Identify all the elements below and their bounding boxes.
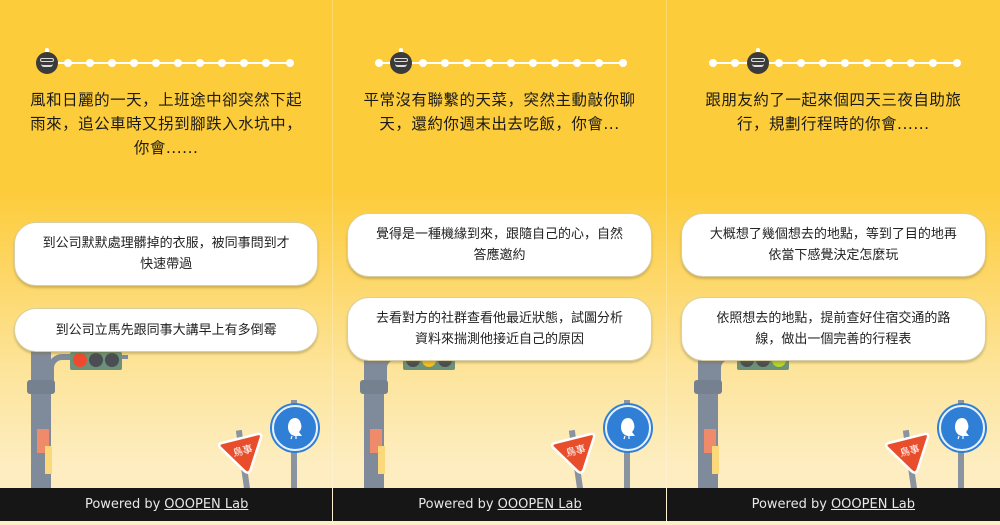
quiz-screen-3: 跟朋友約了一起來個四天三夜自助旅行，規劃行程時的你會...... 大概想了幾個想…	[666, 0, 1000, 525]
footer-prefix: Powered by	[84, 497, 161, 512]
progress-dot	[730, 59, 739, 67]
progress-dot	[108, 59, 116, 67]
progress-dot	[619, 59, 628, 67]
street-illustration: 鳥事	[333, 340, 665, 491]
progress-avatar-icon	[36, 48, 58, 74]
progress-dot	[130, 59, 138, 67]
progress-dot	[529, 59, 538, 67]
progress-dot	[884, 59, 893, 67]
bird-sign-icon	[938, 405, 985, 451]
footer-prefix: Powered by	[751, 497, 827, 512]
footer: Powered by OOOPEN Lab	[666, 488, 1000, 521]
answer-option-b[interactable]: 去看對方的社群查看他最近狀態，試圖分析資料來揣測他接近自己的原因	[347, 297, 652, 361]
progress-avatar-icon	[746, 48, 769, 74]
answer-option-b[interactable]: 到公司立馬先跟同事大講早上有多倒霉	[14, 308, 319, 352]
street-illustration: 鳥事	[0, 340, 332, 491]
progress-line	[710, 62, 957, 64]
progress-dot	[86, 59, 94, 67]
progress-dot	[196, 59, 204, 67]
warning-sign-icon: 鳥事	[884, 432, 930, 474]
progress-dot	[485, 59, 494, 67]
quiz-screen-1: 風和日麗的一天，上班途中卻突然下起雨來，追公車時又拐到腳跌入水坑中，你會....…	[0, 0, 334, 525]
progress-dot	[240, 59, 248, 67]
question-text: 平常沒有聯繫的天菜，突然主動敲你聊天，還約你週末出去吃飯，你會...	[363, 91, 636, 133]
progress-track	[369, 48, 631, 74]
answer-option-b[interactable]: 依照想去的地點，提前查好住宿交通的路線，做出一個完善的行程表	[680, 297, 986, 361]
ooopen-lab-link[interactable]: OOOPEN Lab	[497, 497, 582, 512]
bird-sign-icon	[605, 405, 652, 451]
progress-dot	[840, 59, 849, 67]
progress-line	[377, 62, 624, 64]
progress-dot	[595, 59, 604, 67]
progress-dot	[419, 59, 428, 67]
progress-dot	[262, 59, 270, 67]
svg-text:鳥事: 鳥事	[565, 442, 588, 459]
progress-dot	[952, 59, 961, 67]
ooopen-lab-link[interactable]: OOOPEN Lab	[164, 497, 249, 512]
quiz-screen-2: 平常沒有聯繫的天菜，突然主動敲你聊天，還約你週末出去吃飯，你會... 覺得是一種…	[333, 0, 667, 525]
progress-dot	[64, 59, 72, 67]
ooopen-lab-link[interactable]: OOOPEN Lab	[830, 497, 916, 512]
traffic-light-icon	[70, 352, 128, 370]
progress-dot	[708, 59, 717, 67]
progress-dot	[796, 59, 805, 67]
answer-option-a[interactable]: 大概想了幾個想去的地點，等到了目的地再依當下感覺決定怎麼玩	[680, 213, 986, 277]
footer: Powered by OOOPEN Lab	[333, 488, 666, 521]
svg-text:鳥事: 鳥事	[231, 442, 254, 459]
progress-dot	[818, 59, 827, 67]
progress-avatar-icon	[390, 48, 413, 74]
footer: Powered by OOOPEN Lab	[0, 488, 333, 521]
svg-text:鳥事: 鳥事	[898, 442, 921, 459]
progress-dot	[174, 59, 182, 67]
progress-track	[36, 48, 298, 74]
progress-dot	[507, 59, 516, 67]
progress-dot	[375, 59, 384, 67]
bird-sign-icon	[272, 405, 318, 451]
progress-dot	[928, 59, 937, 67]
progress-line	[44, 62, 290, 64]
question-text: 風和日麗的一天，上班途中卻突然下起雨來，追公車時又拐到腳跌入水坑中，你會....…	[30, 91, 303, 157]
warning-sign-icon: 鳥事	[217, 432, 263, 474]
progress-dot	[463, 59, 472, 67]
progress-dot	[573, 59, 582, 67]
warning-sign-icon: 鳥事	[551, 432, 596, 474]
progress-dot	[774, 59, 783, 67]
street-illustration: 鳥事	[667, 340, 1000, 491]
progress-dot	[862, 59, 871, 67]
progress-dot	[218, 59, 226, 67]
answer-option-a[interactable]: 到公司默默處理髒掉的衣服，被同事問到才快速帶過	[14, 222, 319, 286]
progress-dot	[286, 59, 294, 67]
footer-prefix: Powered by	[418, 497, 494, 512]
answer-option-a[interactable]: 覺得是一種機緣到來，跟隨自己的心，自然答應邀約	[347, 213, 652, 277]
progress-dot	[906, 59, 915, 67]
progress-dot	[152, 59, 160, 67]
progress-dot	[441, 59, 450, 67]
question-text: 跟朋友約了一起來個四天三夜自助旅行，規劃行程時的你會......	[705, 91, 962, 133]
progress-track	[703, 48, 965, 74]
progress-dot	[551, 59, 560, 67]
